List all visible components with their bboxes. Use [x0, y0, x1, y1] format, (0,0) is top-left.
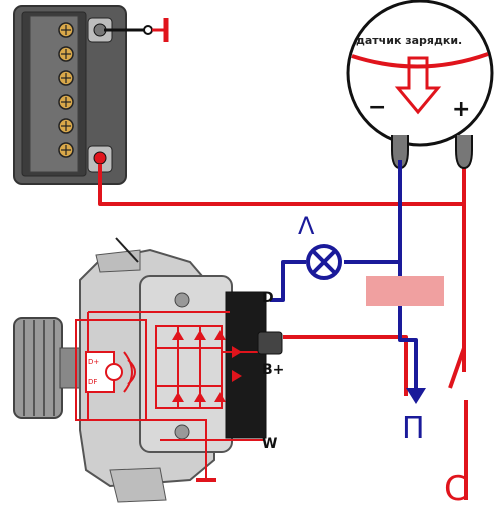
gauge-title: датчик зарядки. [356, 34, 462, 47]
lamp-label: Λ [298, 212, 315, 240]
highlight-box [366, 276, 444, 306]
consumer-arrow [406, 388, 426, 404]
charge-gauge [346, 0, 494, 170]
regulator-d-label: D+ [88, 358, 99, 366]
red-positive-wire [98, 150, 468, 500]
b-plus-terminal-post [257, 331, 283, 355]
ignition-switch [448, 347, 466, 389]
rectifier-diodes [172, 330, 242, 402]
blue-signal-wire [270, 160, 418, 398]
battery-ground-lead [104, 18, 169, 42]
regulator-df-label: DF [88, 378, 97, 386]
voltage-regulator [85, 351, 136, 393]
alternator [13, 237, 267, 503]
gauge-minus-label: − [368, 95, 386, 120]
gauge-plus-label: + [452, 97, 470, 122]
consumer-label: П [402, 411, 425, 446]
warning-lamp [306, 244, 342, 280]
switch-label: С [444, 469, 468, 509]
terminal-w-label: W [262, 436, 277, 452]
terminal-b-plus-label: B+ [262, 362, 284, 378]
terminal-d-label: D [262, 290, 274, 306]
battery [13, 5, 127, 185]
